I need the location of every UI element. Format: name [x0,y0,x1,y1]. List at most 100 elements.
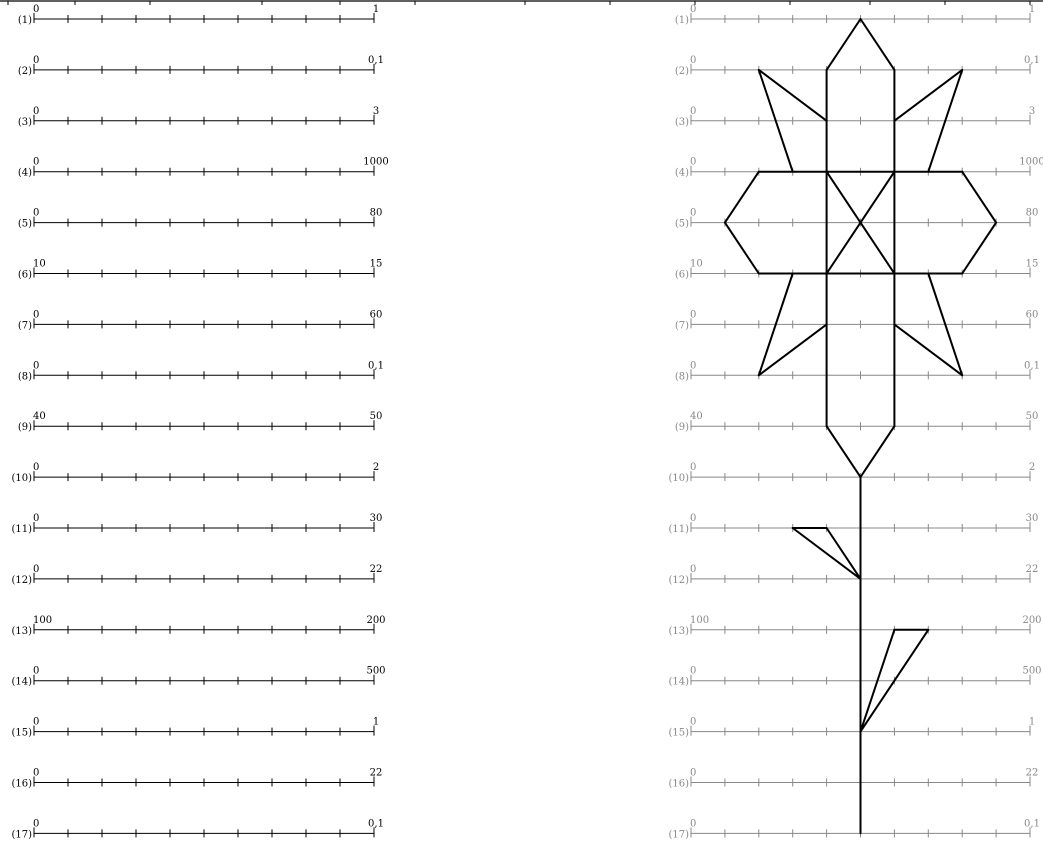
start-value-label: 0 [33,513,39,524]
row-index-label: (15) [668,728,689,739]
right-number-line-row: (14)0 500 [668,666,1041,688]
right-number-line-row: (16)022 [668,768,1038,790]
start-value-label: 10 [33,259,46,270]
row-index-label: (17) [11,829,32,840]
drawing-segment [759,70,827,121]
right-number-line-row: (13)100200 [668,615,1041,637]
end-value-label: 22 [370,768,383,779]
end-value-label: 200 [1022,615,1041,626]
drawing-segment [962,223,996,274]
row-index-label: (14) [11,677,32,688]
start-value-label: 0 [33,55,39,66]
drawing-segment [894,70,962,121]
right-number-line-row: (1)0 1 [675,4,1035,26]
start-value-label: 0 [33,360,39,371]
start-value-label: 0 [33,157,39,168]
end-value-label: 60 [1026,309,1039,320]
row-index-label: (16) [11,779,32,790]
drawing-segment [793,528,861,579]
drawing-segment [725,172,759,223]
drawing-segment [827,426,861,477]
right-number-line-row: (6)1015 [675,259,1039,281]
top-border-rule [0,1,1043,5]
start-value-label: 100 [33,615,52,626]
start-value-label: 0 [690,4,696,15]
left-number-line-row: (5)0 80 [18,208,383,230]
start-value-label: 0 [690,106,696,117]
start-value-label: 0 [690,666,696,677]
end-value-label: 500 [366,666,385,677]
start-value-label: 40 [33,411,46,422]
left-number-line-row: (8)0 0,1 [18,360,384,382]
start-value-label: 0 [33,564,39,575]
right-number-line-row: (15)0 1 [668,717,1035,739]
row-index-label: (11) [11,524,32,535]
drawing-segment [861,19,895,70]
row-index-label: (13) [11,626,32,637]
end-value-label: 3 [1029,106,1035,117]
end-value-label: 80 [370,208,383,219]
drawing-segment [861,426,895,477]
drawing-segment [962,172,996,223]
row-index-label: (16) [668,779,689,790]
start-value-label: 40 [690,411,703,422]
end-value-label: 0,1 [1024,818,1040,829]
end-value-label: 15 [370,259,383,270]
row-index-label: (15) [11,728,32,739]
row-index-label: (12) [11,575,32,586]
start-value-label: 0 [33,208,39,219]
end-value-label: 3 [373,106,379,117]
end-value-label: 0,1 [1024,360,1040,371]
row-index-label: (17) [668,829,689,840]
start-value-label: 0 [33,768,39,779]
row-index-label: (4) [18,168,32,179]
start-value-label: 0 [33,462,39,473]
end-value-label: 50 [1026,411,1039,422]
row-index-label: (9) [675,422,689,433]
end-value-label: 0,1 [368,360,384,371]
row-index-label: (7) [675,320,689,331]
start-value-label: 0 [33,717,39,728]
left-number-line-row: (14)0 500 [11,666,385,688]
end-value-label: 80 [1026,208,1039,219]
start-value-label: 0 [33,4,39,15]
start-value-label: 0 [33,106,39,117]
drawing-segment [725,223,759,274]
start-value-label: 0 [33,666,39,677]
row-index-label: (9) [18,422,32,433]
end-value-label: 0,1 [368,818,384,829]
end-value-label: 1 [1029,717,1035,728]
row-index-label: (5) [18,219,32,230]
start-value-label: 0 [690,157,696,168]
row-index-label: (8) [675,371,689,382]
drawing-segment [894,324,962,375]
row-index-label: (10) [11,473,32,484]
row-index-label: (12) [668,575,689,586]
right-number-line-row: (9)40 50 [675,411,1039,433]
start-value-label: 0 [690,208,696,219]
drawing-segment [759,324,827,375]
start-value-label: 10 [690,259,703,270]
end-value-label: 22 [1026,564,1039,575]
row-index-label: (1) [675,15,689,26]
end-value-label: 0,1 [1024,55,1040,66]
row-index-label: (3) [18,117,32,128]
row-index-label: (6) [18,270,32,281]
start-value-label: 0 [690,717,696,728]
end-value-label: 1 [1029,4,1035,15]
end-value-label: 500 [1022,666,1041,677]
row-index-label: (14) [668,677,689,688]
row-index-label: (8) [18,371,32,382]
row-index-label: (2) [675,66,689,77]
